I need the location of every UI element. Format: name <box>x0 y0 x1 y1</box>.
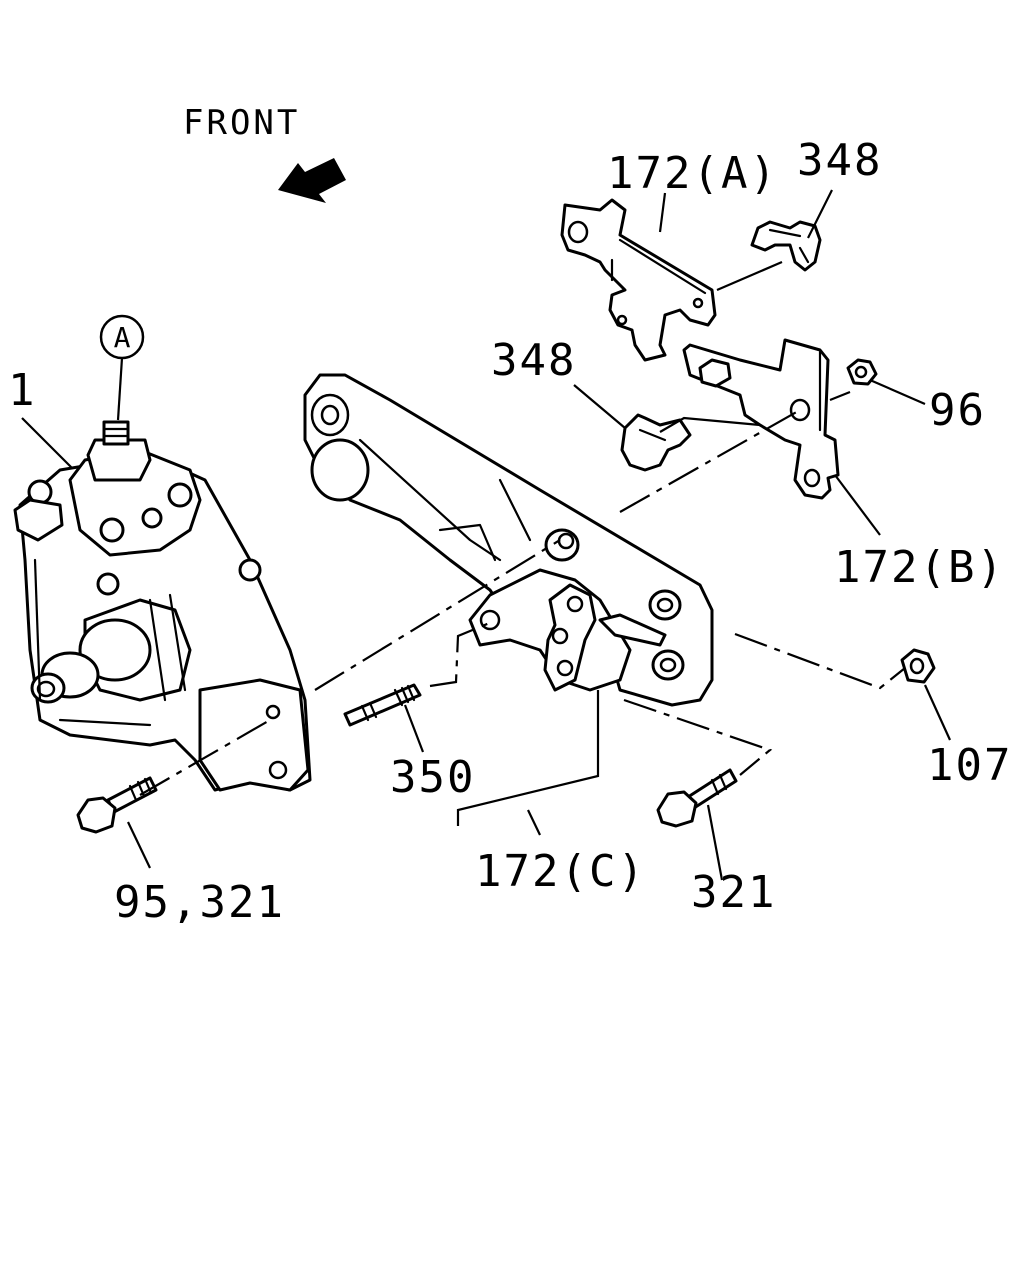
callout-172c: 172(C) <box>475 846 646 897</box>
steering-gear-box <box>13 420 312 792</box>
callout-107: 107 <box>927 740 1012 791</box>
stud-350 <box>343 683 422 727</box>
nut-107 <box>900 648 936 684</box>
callout-1: 1 <box>8 365 37 416</box>
callout-95-321: 95,321 <box>114 877 285 928</box>
reference-marker-a: A <box>99 314 145 421</box>
callout-348-top: 348 <box>797 135 882 186</box>
callout-172b: 172(B) <box>834 542 1005 593</box>
nut-96 <box>846 358 878 386</box>
front-arrow-icon <box>278 158 346 203</box>
callout-321: 321 <box>691 867 776 918</box>
leader-lines <box>21 189 952 881</box>
bolt-95-321 <box>76 776 158 834</box>
assembly-centerlines <box>139 409 906 796</box>
front-indicator: FRONT <box>183 103 346 203</box>
callout-172a: 172(A) <box>607 148 778 199</box>
clip-348-middle <box>620 413 692 472</box>
mounting-bracket <box>303 373 714 707</box>
clip-348-top <box>750 220 822 272</box>
bracket-172b <box>682 338 840 500</box>
bolt-321 <box>656 768 738 828</box>
reference-marker-label: A <box>114 321 131 354</box>
bracket-172a <box>560 198 717 362</box>
callout-labels: 1 172(A) 348 348 96 172(B) 107 350 172(C… <box>8 135 1012 928</box>
callout-96: 96 <box>929 385 986 436</box>
callout-348-middle: 348 <box>491 335 576 386</box>
callout-350: 350 <box>390 752 475 803</box>
front-label: FRONT <box>183 103 300 143</box>
